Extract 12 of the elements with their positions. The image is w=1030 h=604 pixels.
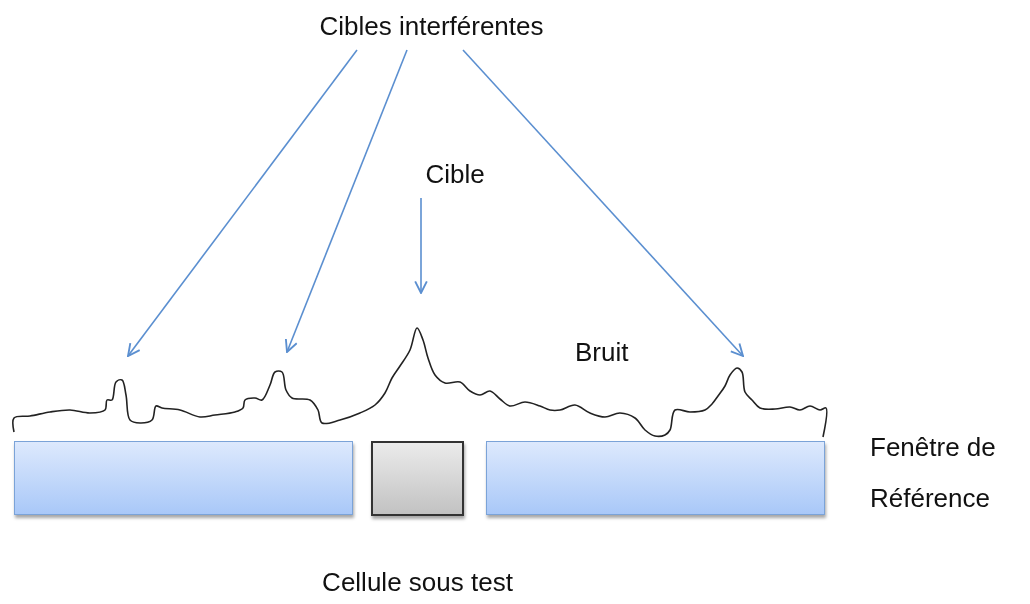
reference-window-bar: [486, 441, 825, 515]
reference-window-label: Fenêtre de Référence: [870, 431, 997, 515]
arrow: [414, 197, 428, 294]
arrow: [462, 49, 744, 357]
text-label: Cibles interférentes: [290, 8, 573, 44]
arrow: [284, 49, 408, 353]
node-label: Cellule sous test: [321, 568, 514, 598]
reference-window-bar: [14, 441, 353, 515]
cell-under-test-box: [371, 441, 464, 516]
noise-label: Bruit: [575, 338, 630, 368]
arrow: [127, 49, 358, 357]
text-label: Cible: [418, 156, 492, 192]
